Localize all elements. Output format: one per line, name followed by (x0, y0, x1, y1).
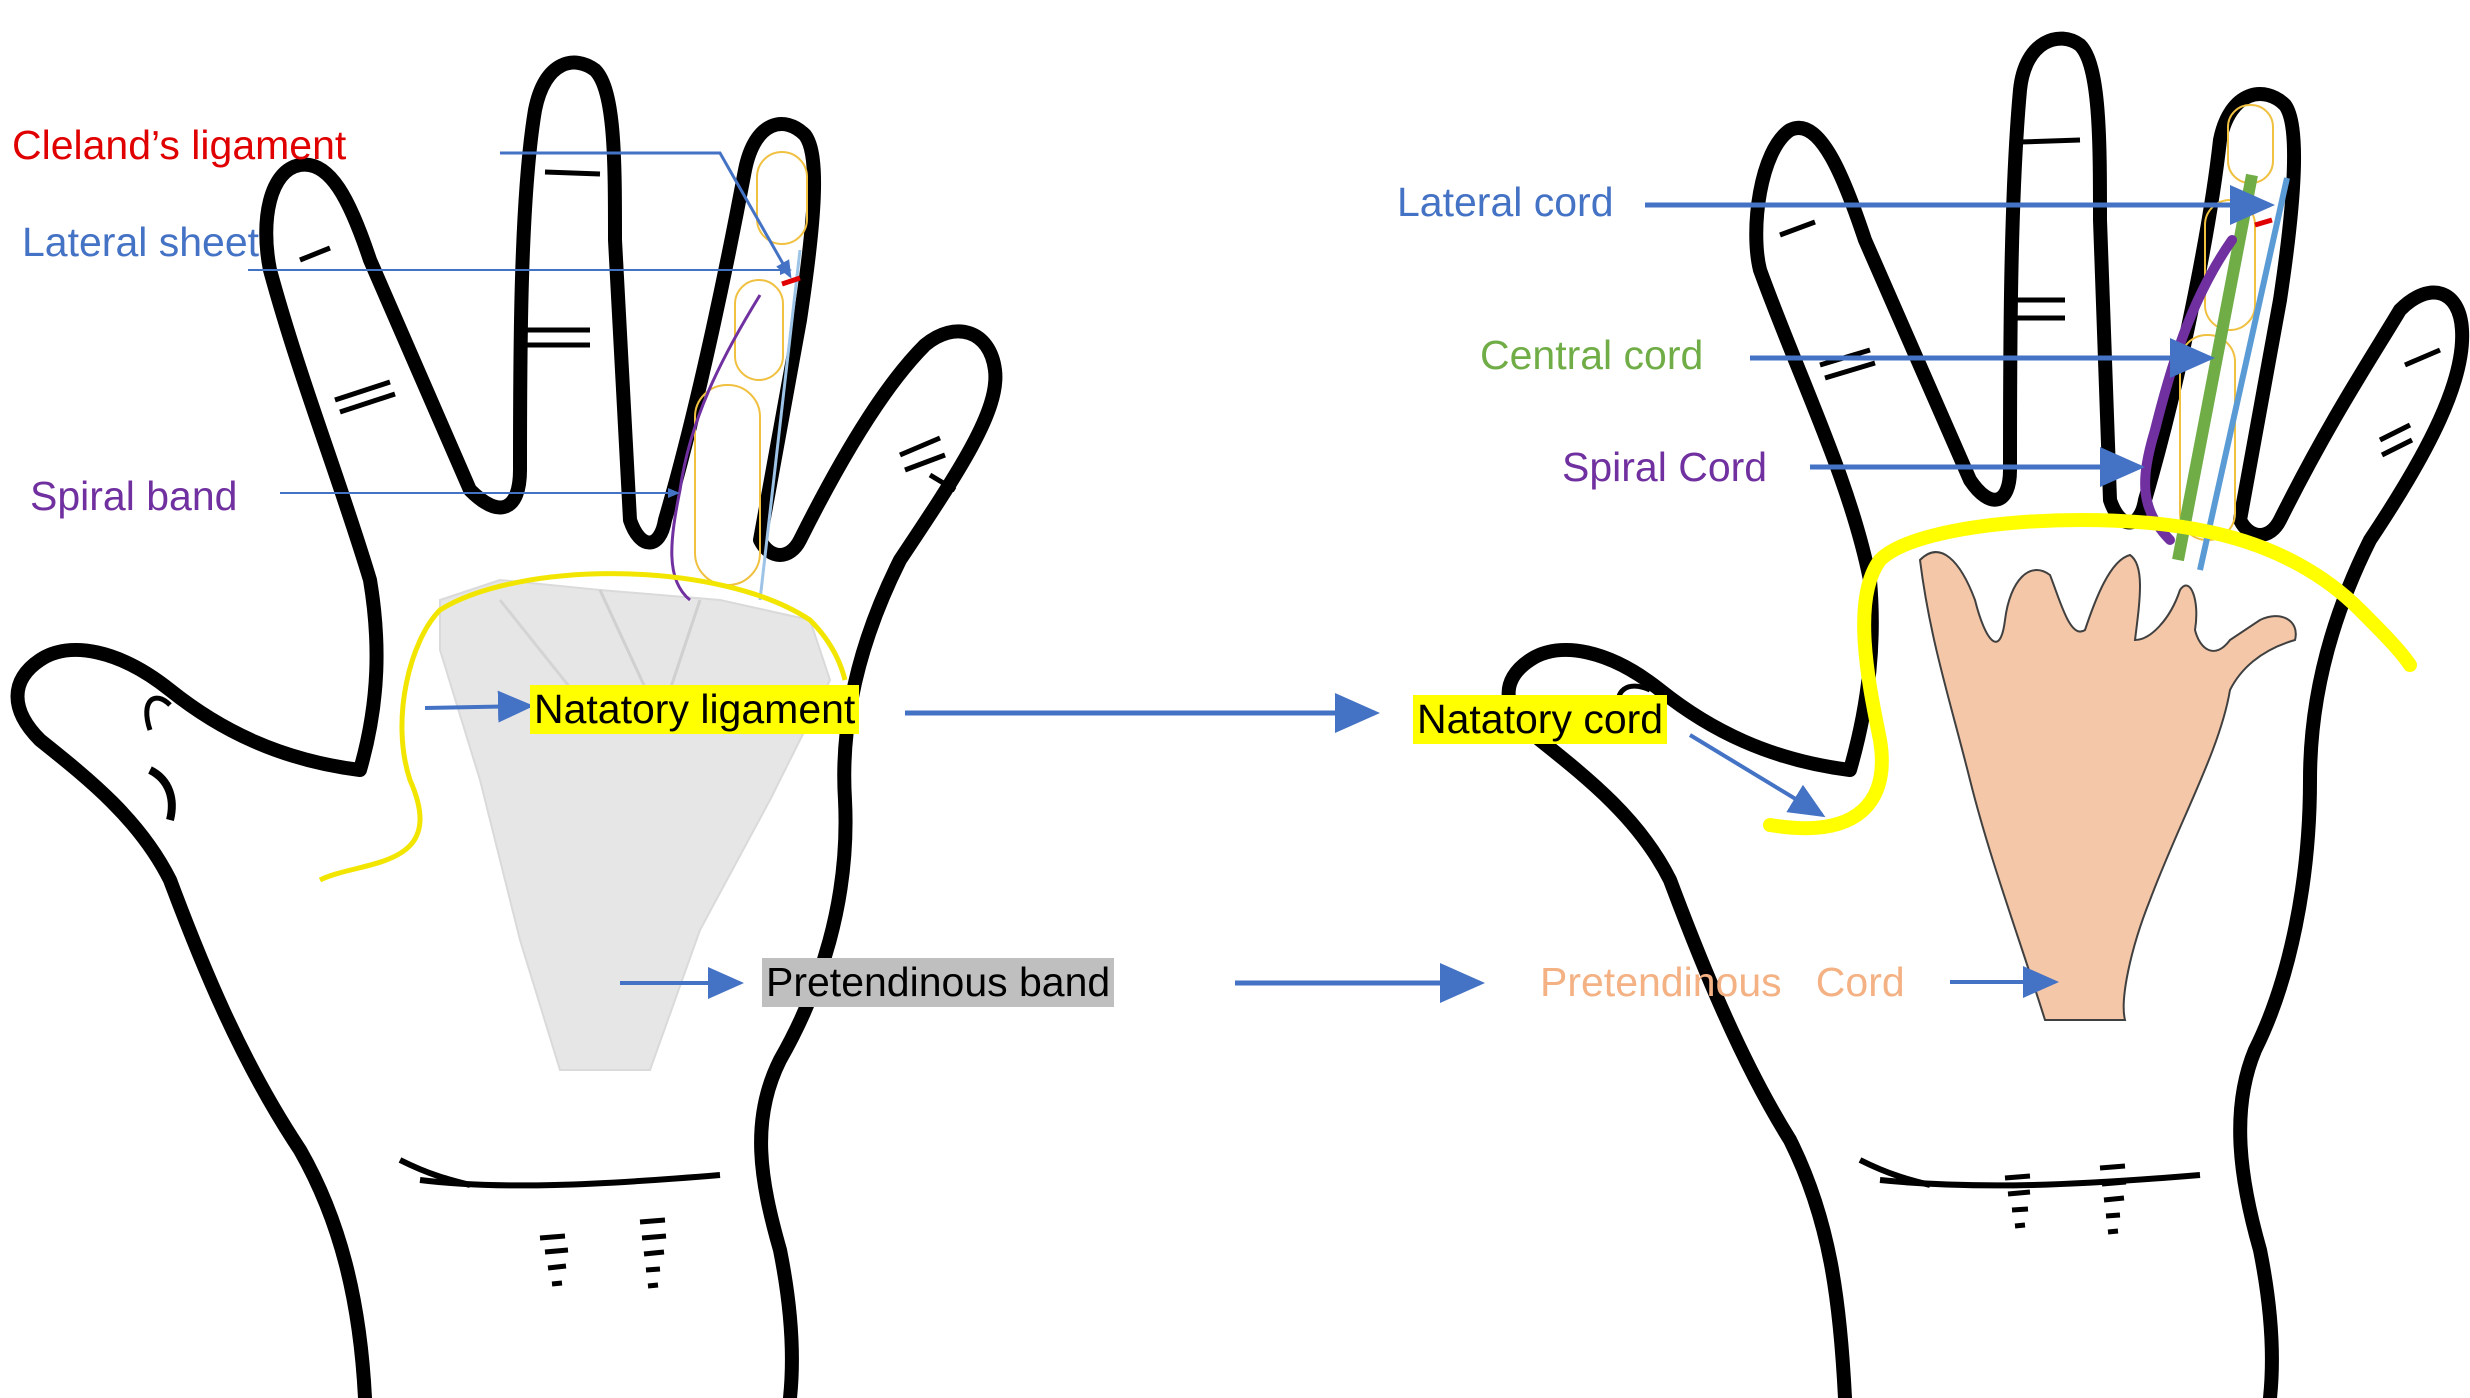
natatory-cord-label: Natatory cord (1413, 695, 1667, 744)
clelands-mark-right (2255, 220, 2272, 225)
central-cord-label: Central cord (1480, 335, 1703, 376)
spiral-band-label: Spiral band (30, 476, 237, 517)
lateral-sheet-label: Lateral sheet (22, 222, 259, 263)
pretendinous-band-label: Pretendinous band (762, 958, 1114, 1007)
natatory-ligament-label: Natatory ligament (530, 685, 859, 734)
pretendinous-cord-shape (1920, 552, 2296, 1020)
pretendinous-cord-label: Pretendinous Cord (1540, 962, 1905, 1003)
clelands-ligament-label: Cleland’s ligament (12, 125, 346, 166)
spiral-cord-label: Spiral Cord (1562, 447, 1767, 488)
lateral-cord-label: Lateral cord (1397, 182, 1614, 223)
natatory-ligament-arrow (425, 706, 530, 708)
